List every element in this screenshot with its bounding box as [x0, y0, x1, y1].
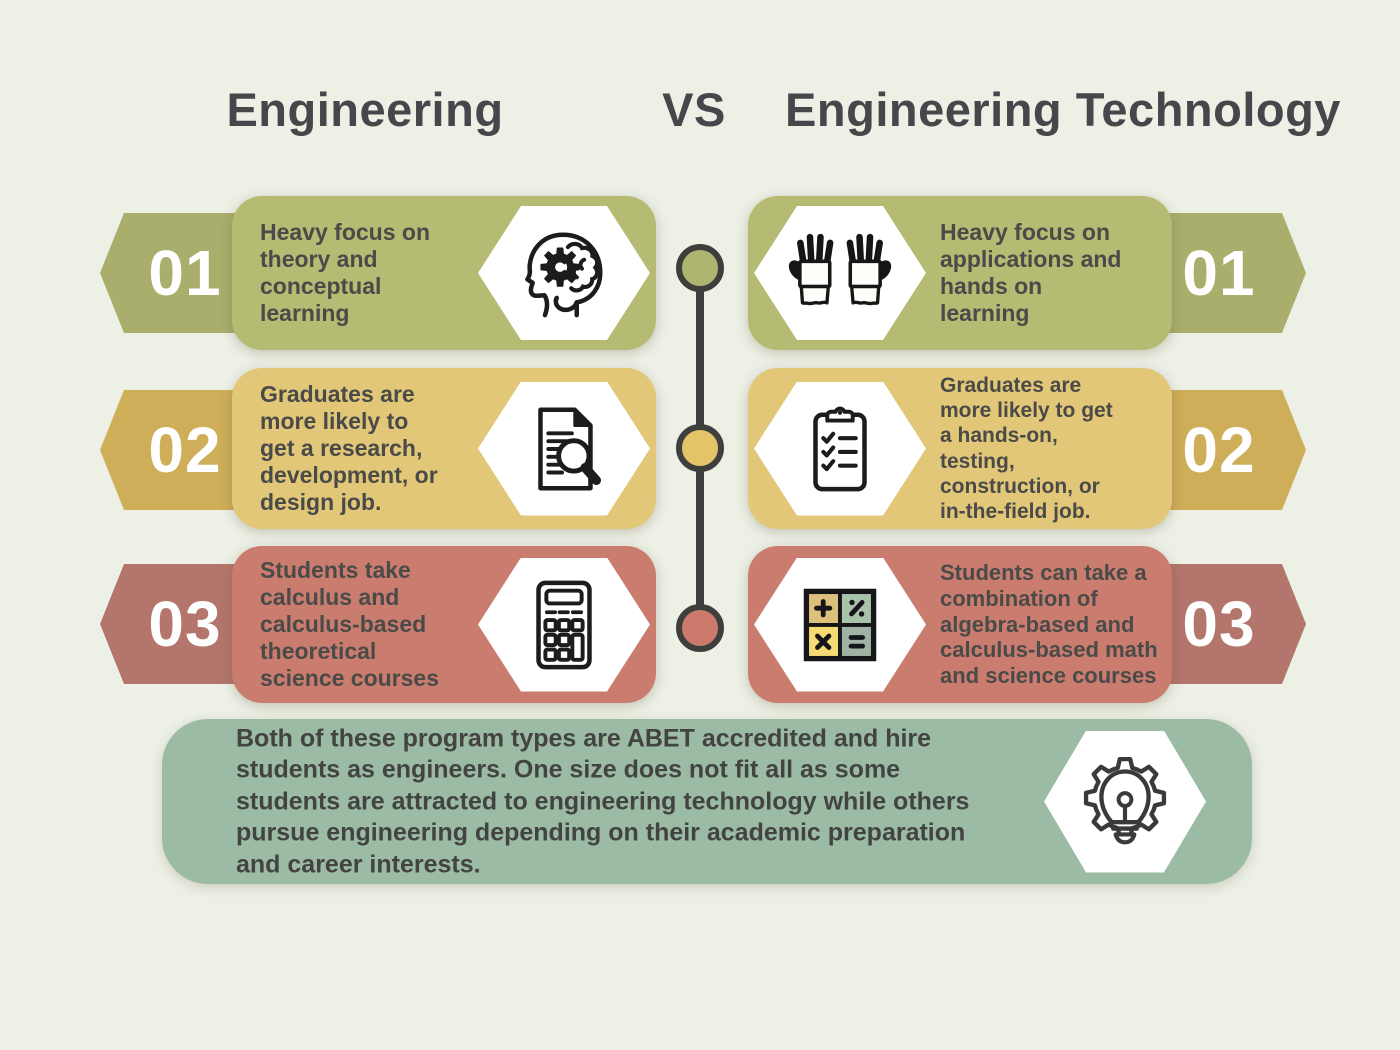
step-number: 02 [1182, 414, 1256, 486]
calculator-icon [536, 580, 592, 669]
title-engineering: Engineering [226, 83, 504, 136]
step-badge-left-2: 02 [100, 390, 250, 510]
clipboard-checklist-icon [813, 406, 867, 491]
step-number: 03 [1182, 588, 1256, 660]
info-card-right-3: Students can take a combination of algeb… [748, 546, 1172, 703]
summary-text: Both of these program types are ABET acc… [236, 723, 970, 878]
head-gear-brain-icon [525, 232, 603, 318]
title-vs: VS [662, 83, 726, 136]
icon-hexagon [754, 557, 926, 692]
step-badge-right-3: 03 [1156, 564, 1306, 684]
info-card-text: Heavy focus on theory and conceptual lea… [260, 218, 430, 327]
lightbulb-gear-icon [1083, 756, 1167, 844]
summary-card: Both of these program types are ABET acc… [162, 719, 1252, 884]
step-number: 01 [148, 237, 222, 309]
timeline-dot-2 [676, 424, 724, 472]
icon-hexagon [754, 206, 926, 340]
icon-hexagon [478, 557, 650, 692]
step-badge-right-2: 02 [1156, 390, 1306, 510]
icon-hexagon [754, 381, 926, 516]
step-number: 02 [148, 414, 222, 486]
step-badge-left-1: 01 [100, 213, 250, 333]
step-number: 01 [1182, 237, 1256, 309]
info-card-text: Students can take a combination of algeb… [940, 559, 1158, 689]
icon-hexagon [1044, 730, 1206, 873]
info-card-text: Heavy focus on applications and hands on… [940, 218, 1122, 327]
info-card-right-2: Graduates are more likely to get a hands… [748, 368, 1172, 529]
document-search-icon [538, 407, 601, 490]
info-card-right-1: Heavy focus on applications and hands on… [748, 196, 1172, 350]
icon-hexagon [478, 206, 650, 340]
step-badge-right-1: 01 [1156, 213, 1306, 333]
math-operations-icon [803, 588, 877, 661]
info-card-left-3: Students take calculus and calculus-base… [232, 546, 656, 703]
info-card-text: Graduates are more likely to get a hands… [940, 373, 1113, 523]
info-card-left-1: Heavy focus on theory and conceptual lea… [232, 196, 656, 350]
gloves-icon [788, 231, 893, 306]
icon-hexagon [478, 381, 650, 516]
info-card-text: Students take calculus and calculus-base… [260, 556, 440, 692]
title-engineering-technology: Engineering Technology [785, 83, 1341, 136]
timeline-dot-1 [676, 244, 724, 292]
step-number: 03 [148, 588, 222, 660]
step-badge-left-3: 03 [100, 564, 250, 684]
timeline-dot-3 [676, 604, 724, 652]
info-card-left-2: Graduates are more likely to get a resea… [232, 368, 656, 529]
info-card-text: Graduates are more likely to get a resea… [260, 380, 438, 516]
